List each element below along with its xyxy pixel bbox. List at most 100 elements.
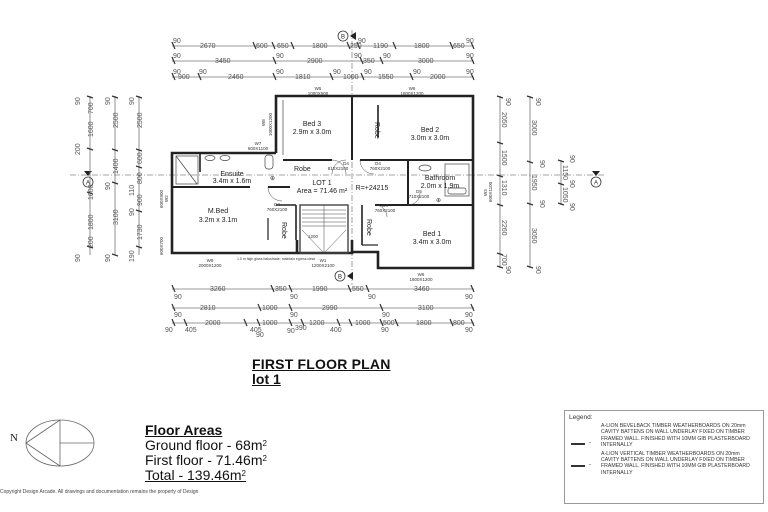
svg-text:2900: 2900 [307,58,323,65]
drawing-title-block: FIRST FLOOR PLAN lot 1 [252,357,391,387]
svg-text:1990: 1990 [312,286,328,293]
svg-text:3000: 3000 [418,58,434,65]
svg-text:550: 550 [352,286,364,293]
window-door-tags: W5 1000X500 W6 1800X1200 W7 600X1100 W8 … [159,86,493,282]
robe-label-bed2: Robe [373,122,380,139]
svg-text:W2: W2 [164,195,169,202]
svg-text:⊕: ⊕ [436,198,441,204]
svg-text:2500: 2500 [113,112,120,128]
legend-box: Legend: - A-LION BEVELBACK TIMBER WEATHE… [564,410,764,504]
room-name-bed1: Bed 1 [423,231,441,238]
copyright-notice: Copyright Design Arcade. All drawings an… [0,489,199,495]
svg-text:90: 90 [534,98,541,106]
svg-text:90: 90 [276,69,284,76]
legend-item: - A-LION BEVELBACK TIMBER WEATHERBOARDS … [569,423,759,449]
svg-text:90: 90 [105,254,112,262]
room-labels: Bed 3 2.9m x 3.0m Bed 2 3.0m x 3.0m Ensu… [199,121,460,246]
svg-text:90: 90 [75,254,82,262]
svg-text:90: 90 [165,327,173,334]
north-compass-icon [25,419,95,467]
svg-text:D4: D4 [382,203,388,208]
svg-text:W5: W5 [315,86,322,91]
section-marker-top-b: B [337,30,356,42]
floor-areas-heading: Floor Areas [145,422,223,438]
svg-text:B: B [338,275,342,281]
svg-text:400: 400 [330,327,342,334]
room-size-bed1: 3.4m x 3.0m [413,239,452,246]
room-name-mbed: M.Bed [208,208,228,215]
top-dimension-chains: 90 2670 600 650 1800 250 90 1190 1800 65… [171,38,475,81]
svg-text:810X2100: 810X2100 [328,166,349,171]
svg-text:650: 650 [277,43,289,50]
svg-text:90: 90 [465,294,473,301]
svg-text:3260: 3260 [210,286,226,293]
svg-text:W1: W1 [320,258,327,263]
svg-text:1200: 1200 [309,320,325,327]
door-swings [267,159,421,218]
svg-text:1810: 1810 [295,74,311,81]
svg-text:2670: 2670 [200,43,216,50]
svg-text:1400: 1400 [113,158,120,174]
svg-text:710X2100: 710X2100 [409,194,430,199]
svg-text:700: 700 [500,254,507,266]
left-dimension-chains: 90 700 1600 200 1600 1800 200 90 90 2500… [75,95,144,262]
first-floor-area: First floor - 71.46m2 [145,452,267,468]
svg-text:350: 350 [363,58,375,65]
svg-text:90: 90 [382,312,390,319]
svg-text:2460: 2460 [228,74,244,81]
stair-rise-label: R=+24215 [356,185,389,192]
svg-text:1800X1200: 1800X1200 [400,91,424,96]
fixtures: ⊕ ⊕ [175,154,470,204]
room-name-bed2: Bed 2 [421,127,439,134]
robe-label-bed3: Robe [294,166,311,173]
svg-text:W3: W3 [483,189,488,196]
svg-text:1000X500: 1000X500 [308,91,329,96]
svg-text:W6: W6 [409,86,416,91]
svg-text:90: 90 [173,38,181,45]
svg-text:90: 90 [174,312,182,319]
line-swatch-icon [571,464,585,468]
svg-text:1800: 1800 [414,43,430,50]
svg-text:90: 90 [504,98,511,106]
svg-text:2810: 2810 [200,305,216,312]
svg-text:1800: 1800 [416,320,432,327]
svg-text:90: 90 [173,53,181,60]
svg-text:90: 90 [364,69,372,76]
svg-text:90: 90 [368,294,376,301]
svg-text:200: 200 [75,143,82,155]
svg-text:90: 90 [383,53,391,60]
svg-text:90: 90 [287,328,295,335]
svg-text:1730: 1730 [137,224,144,240]
legend-item: - A-LION VERTICAL TIMBER WEATHERBOARDS O… [569,451,759,477]
svg-text:1800X1200: 1800X1200 [409,277,433,282]
svg-text:650: 650 [453,43,465,50]
svg-text:D4: D4 [375,161,381,166]
room-size-bed2: 3.0m x 3.0m [411,135,450,142]
north-label: N [10,432,18,444]
svg-text:90: 90 [174,294,182,301]
svg-text:90: 90 [333,69,341,76]
room-name-bathroom: Bathroom [425,175,456,182]
floor-areas-block: Floor Areas Ground floor - 68m2 First fl… [145,423,267,483]
svg-text:900: 900 [137,194,144,206]
svg-text:1050: 1050 [561,187,568,203]
total-area: Total - 139.46m2 [145,467,246,483]
svg-text:1800: 1800 [88,214,95,230]
svg-text:900: 900 [178,74,190,81]
svg-text:90: 90 [538,160,545,168]
svg-text:3050: 3050 [530,228,537,244]
svg-text:90: 90 [568,203,575,211]
svg-text:3460: 3460 [414,286,430,293]
svg-text:D5: D5 [416,189,422,194]
svg-text:1800: 1800 [312,43,328,50]
svg-text:90: 90 [290,294,298,301]
svg-text:2050: 2050 [500,112,507,128]
svg-text:90: 90 [381,327,389,334]
svg-text:600: 600 [137,152,144,164]
svg-text:W8: W8 [261,119,266,126]
svg-text:800: 800 [453,320,465,327]
svg-text:1200X2100: 1200X2100 [311,263,335,268]
svg-text:90: 90 [105,97,112,105]
svg-text:B: B [341,35,345,41]
svg-text:390: 390 [295,325,307,332]
